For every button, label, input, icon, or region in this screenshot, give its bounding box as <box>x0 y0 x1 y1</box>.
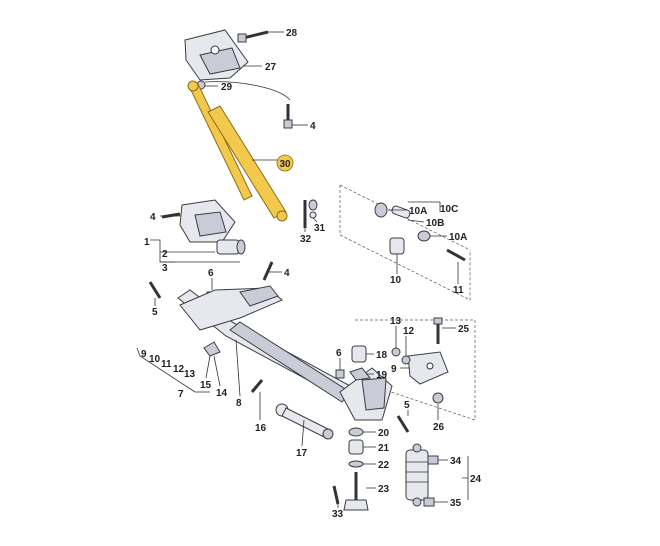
callout-2: 2 <box>162 249 168 260</box>
callout-10A-top: 10A <box>409 206 427 217</box>
brace-7-left <box>136 347 196 393</box>
callout-7: 7 <box>178 389 184 400</box>
callout-10B: 10B <box>426 218 444 229</box>
bolt-part-33 <box>332 485 340 505</box>
callout-8: 8 <box>236 398 242 409</box>
callout-6-mid: 6 <box>336 348 342 359</box>
callout-11-right: 11 <box>453 285 464 296</box>
bushing-part-18 <box>351 345 367 363</box>
gas-strut-part-30 <box>187 80 288 222</box>
group-frame-10 <box>339 185 471 301</box>
washer-part-12 <box>401 355 411 365</box>
callout-10A-bottom: 10A <box>449 232 467 243</box>
callout-16: 16 <box>255 423 267 434</box>
bushing-part-2 <box>216 239 246 255</box>
callout-21: 21 <box>378 443 390 454</box>
bolt-part-25 <box>433 317 443 344</box>
callout-28: 28 <box>286 28 298 39</box>
wire-line <box>204 81 291 101</box>
mount-bracket-part-1 <box>179 199 236 243</box>
callout-23: 23 <box>378 484 390 495</box>
bolt-part-4-top <box>283 104 293 129</box>
callout-12-left: 12 <box>173 364 185 375</box>
callout-19: 19 <box>376 370 388 381</box>
callout-6-top: 6 <box>208 268 214 279</box>
nut-part-6-mid <box>335 369 345 379</box>
callout-15: 15 <box>200 380 212 391</box>
callout-4-top: 4 <box>310 121 316 132</box>
bolt-part-5-right <box>396 415 410 433</box>
nut-part-26 <box>432 392 444 404</box>
callout-9-left: 9 <box>141 349 147 360</box>
callout-26: 26 <box>433 422 445 433</box>
right-bracket-part-9 <box>407 351 449 385</box>
callout-3: 3 <box>162 263 168 274</box>
bolt-part-28 <box>237 30 269 43</box>
bolt-part-4-left <box>161 212 181 219</box>
callout-4-left: 4 <box>150 212 156 223</box>
callout-34: 34 <box>450 456 462 467</box>
washer-part-31 <box>308 199 318 219</box>
washer-part-13 <box>391 347 401 357</box>
callout-30-highlight: 30 <box>276 154 294 172</box>
callout-13-right: 13 <box>390 316 402 327</box>
bushing-part-21 <box>348 439 364 455</box>
brace-10c <box>408 201 441 212</box>
callout-12-right: 12 <box>403 326 415 337</box>
brace-24 <box>462 456 469 500</box>
right-carrier-arm <box>339 367 393 421</box>
bolt-part-11 <box>446 248 466 262</box>
clip-part-15 <box>203 341 221 357</box>
callout-13-left: 13 <box>184 369 196 380</box>
callout-1: 1 <box>144 237 150 248</box>
damper-pin-part-23 <box>343 472 369 511</box>
left-carrier-arm <box>179 285 283 331</box>
callout-4-lower: 4 <box>284 268 290 279</box>
callout-22: 22 <box>378 460 390 471</box>
link-rod-part-17 <box>275 403 334 440</box>
callout-32: 32 <box>300 234 312 245</box>
callout-29: 29 <box>221 82 233 93</box>
callout-14: 14 <box>216 388 228 399</box>
shock-absorber-part-24 <box>405 443 429 507</box>
callout-10-left: 10 <box>149 354 161 365</box>
bushing-part-20 <box>348 427 364 437</box>
callout-25: 25 <box>458 324 470 335</box>
callout-5-right: 5 <box>404 400 410 411</box>
washer-part-22 <box>348 460 364 468</box>
callout-20: 20 <box>378 428 390 439</box>
callout-31: 31 <box>314 223 326 234</box>
bushing-part-35 <box>423 497 435 507</box>
callout-11-left: 11 <box>161 359 172 370</box>
callout-18: 18 <box>376 350 388 361</box>
callout-33: 33 <box>332 509 344 520</box>
group-frame-right <box>354 319 476 421</box>
plate-part-19 <box>349 367 371 381</box>
callout-35: 35 <box>450 498 462 509</box>
callout-27: 27 <box>265 62 277 73</box>
bushing-part-34 <box>427 455 439 465</box>
bolt-part-5-left <box>148 281 162 299</box>
callout-10-group: 10 <box>390 275 402 286</box>
upper-bracket-part-27 <box>184 29 249 81</box>
callout-24: 24 <box>470 474 482 485</box>
callout-10C: 10C <box>440 204 458 215</box>
callout-17: 17 <box>296 448 308 459</box>
callout-30: 30 <box>279 159 291 170</box>
callout-9-right: 9 <box>391 364 397 375</box>
bolt-part-16 <box>250 379 264 393</box>
callout-5-left: 5 <box>152 307 158 318</box>
bushing-group-10 <box>374 202 431 255</box>
bolt-part-4-lower <box>262 261 274 281</box>
